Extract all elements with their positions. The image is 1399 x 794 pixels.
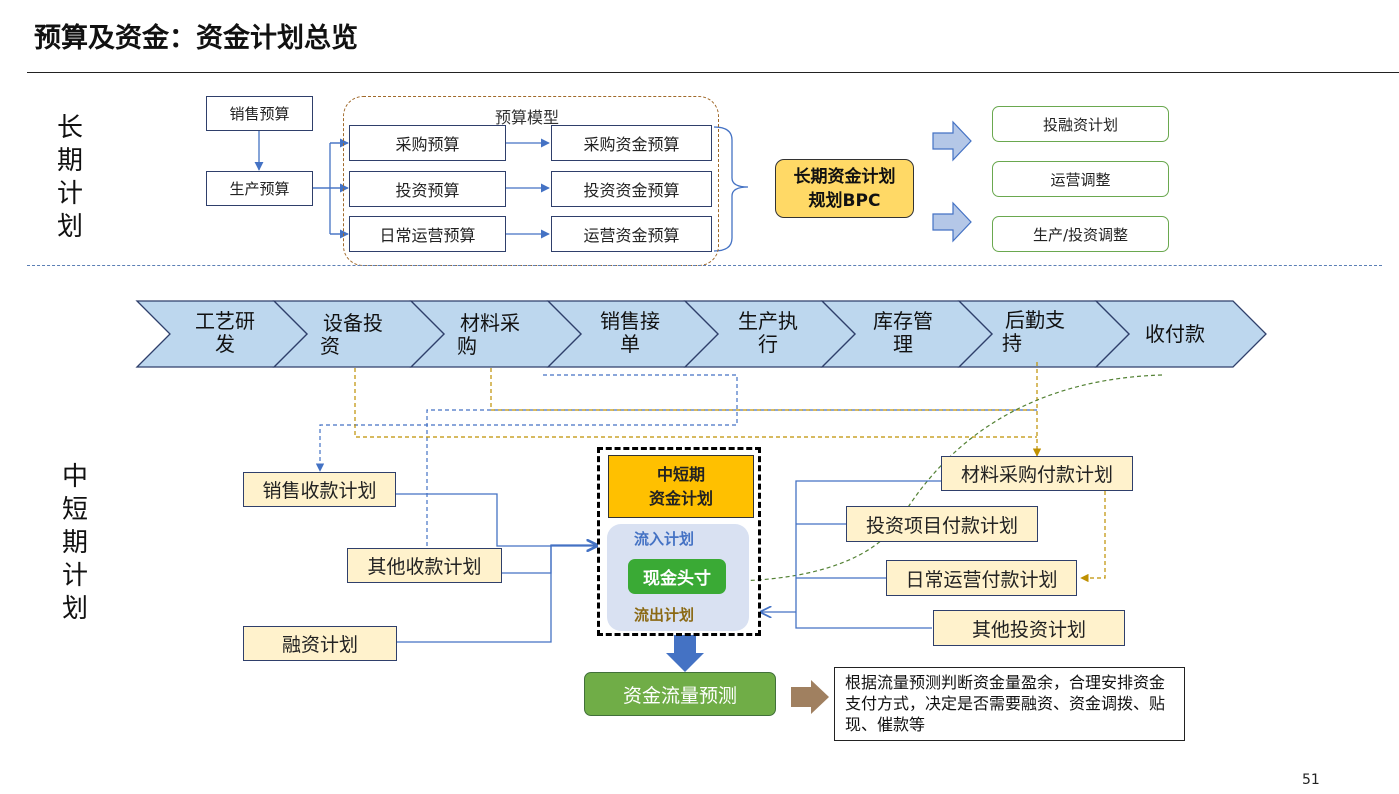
step-label-line2: 发 [215,332,235,356]
step-label-line1: 工艺研 [195,309,255,333]
mid-short-label-char: 计 [61,561,88,591]
mid-short-fund-plan-frame [597,447,761,636]
center-title-line2: 资金计划 [648,488,713,508]
mid-short-fund-plan-title: 中短期 资金计划 [608,455,754,518]
long-term-label-char: 划 [56,212,83,242]
mid-short-label-char: 划 [61,594,88,624]
center-title-line1: 中短期 [656,464,705,484]
mid-short-label-char: 中 [61,462,88,492]
step-label-line1: 库存管 [873,309,933,333]
process-chevrons [135,300,1267,368]
long-term-label-char: 计 [56,179,83,209]
mid-short-label-char: 期 [61,528,88,558]
step-label-line2: 资 [320,334,340,358]
step-label-line1: 材料采 [460,311,520,335]
step-label-line2: 行 [758,332,778,356]
step-production: 生产执 行 [723,310,813,356]
step-label-line2: 理 [893,332,913,356]
material-payment-plan: 材料采购付款计划 [941,456,1133,491]
mid-short-term-label: 中 短 期 计 划 [55,461,95,626]
material-to-payment [490,368,1037,411]
production-budget-box: 生产预算 [206,171,313,206]
chevron-process-rd [135,300,308,368]
step-sales-order: 销售接 单 [585,310,675,356]
financing-plan: 融资计划 [243,626,397,661]
payment-to-cash-position [732,374,1163,586]
forecast-note: 根据流量预测判断资金量盈余，合理安排资金支付方式，决定是否需要融资、资金调拨、贴… [834,667,1185,741]
title-divider [27,72,1399,73]
operating-fund-budget-box: 运营资金预算 [551,216,712,252]
step-label-line2: 持 [1002,331,1022,355]
operation-adjust-output: 运营调整 [992,161,1169,197]
step-label-line1: 销售接 [600,309,660,333]
long-term-label: 长 期 计 划 [50,112,90,244]
step-material-purchase: 材料采 购 [445,312,535,358]
outflow-label: 流出计划 [634,606,695,624]
material-to-operating-payment [1080,491,1106,583]
step-logistics: 后勤支 持 [990,309,1080,355]
investment-fund-budget-box: 投资资金预算 [551,171,712,207]
operating-budget-box: 日常运营预算 [349,216,506,252]
mid-short-label-char: 短 [61,495,88,525]
investment-budget-box: 投资预算 [349,171,506,207]
purchase-fund-budget-box: 采购资金预算 [551,125,712,161]
long-term-label-char: 期 [56,146,83,176]
sales-receipt-plan: 销售收款计划 [243,472,396,507]
financing-plan-output: 投融资计划 [992,106,1169,142]
step-equipment-investment: 设备投 资 [308,312,398,358]
bpc-line2: 规划BPC [808,190,881,211]
page-title: 预算及资金：资金计划总览 [34,23,358,54]
budget-model-label: 预算模型 [495,108,560,127]
investment-payment-plan: 投资项目付款计划 [846,506,1038,542]
cash-position-box: 现金头寸 [628,559,726,594]
other-investment-plan: 其他投资计划 [933,610,1125,646]
step-label-line1: 后勤支 [1005,308,1065,332]
step-label-line1: 收付款 [1145,322,1205,346]
step-payment: 收付款 [1130,323,1220,346]
step-label-line1: 设备投 [323,311,383,335]
sales-budget-box: 销售预算 [206,96,313,131]
sales-order-to-receipt-plan [315,374,738,472]
purchase-budget-box: 采购预算 [349,125,506,161]
step-process-rd: 工艺研 发 [180,310,270,356]
financing-to-inflow [397,545,597,643]
inflow-label: 流入计划 [634,530,695,548]
fat-arrow-lower [932,201,972,243]
section-divider [27,265,1382,266]
operating-payment-plan: 日常运营付款计划 [886,560,1077,596]
long-term-bpc-box: 长期资金计划 规划BPC [775,159,914,218]
equipment-to-payment [354,368,1037,438]
page-number: 51 [1302,772,1320,788]
step-inventory: 库存管 理 [858,310,948,356]
long-term-label-char: 长 [56,113,83,143]
fat-arrow-upper [932,120,972,162]
to-other-receipt-plan [422,409,1037,566]
bpc-line1: 长期资金计划 [793,166,896,187]
receipt-plan-to-inflow [396,493,597,546]
outflow-trunk [795,480,941,629]
step-label-line2: 购 [457,334,477,358]
step-label-line1: 生产执 [738,309,798,333]
forecast-down-arrow [666,635,704,672]
brace-connector [713,126,749,252]
forecast-to-note-arrow [791,680,829,714]
step-label-line2: 单 [620,332,640,356]
cash-flow-forecast-box: 资金流量预测 [584,672,776,716]
production-investment-adjust-output: 生产/投资调整 [992,216,1169,252]
other-receipt-plan: 其他收款计划 [347,548,502,583]
